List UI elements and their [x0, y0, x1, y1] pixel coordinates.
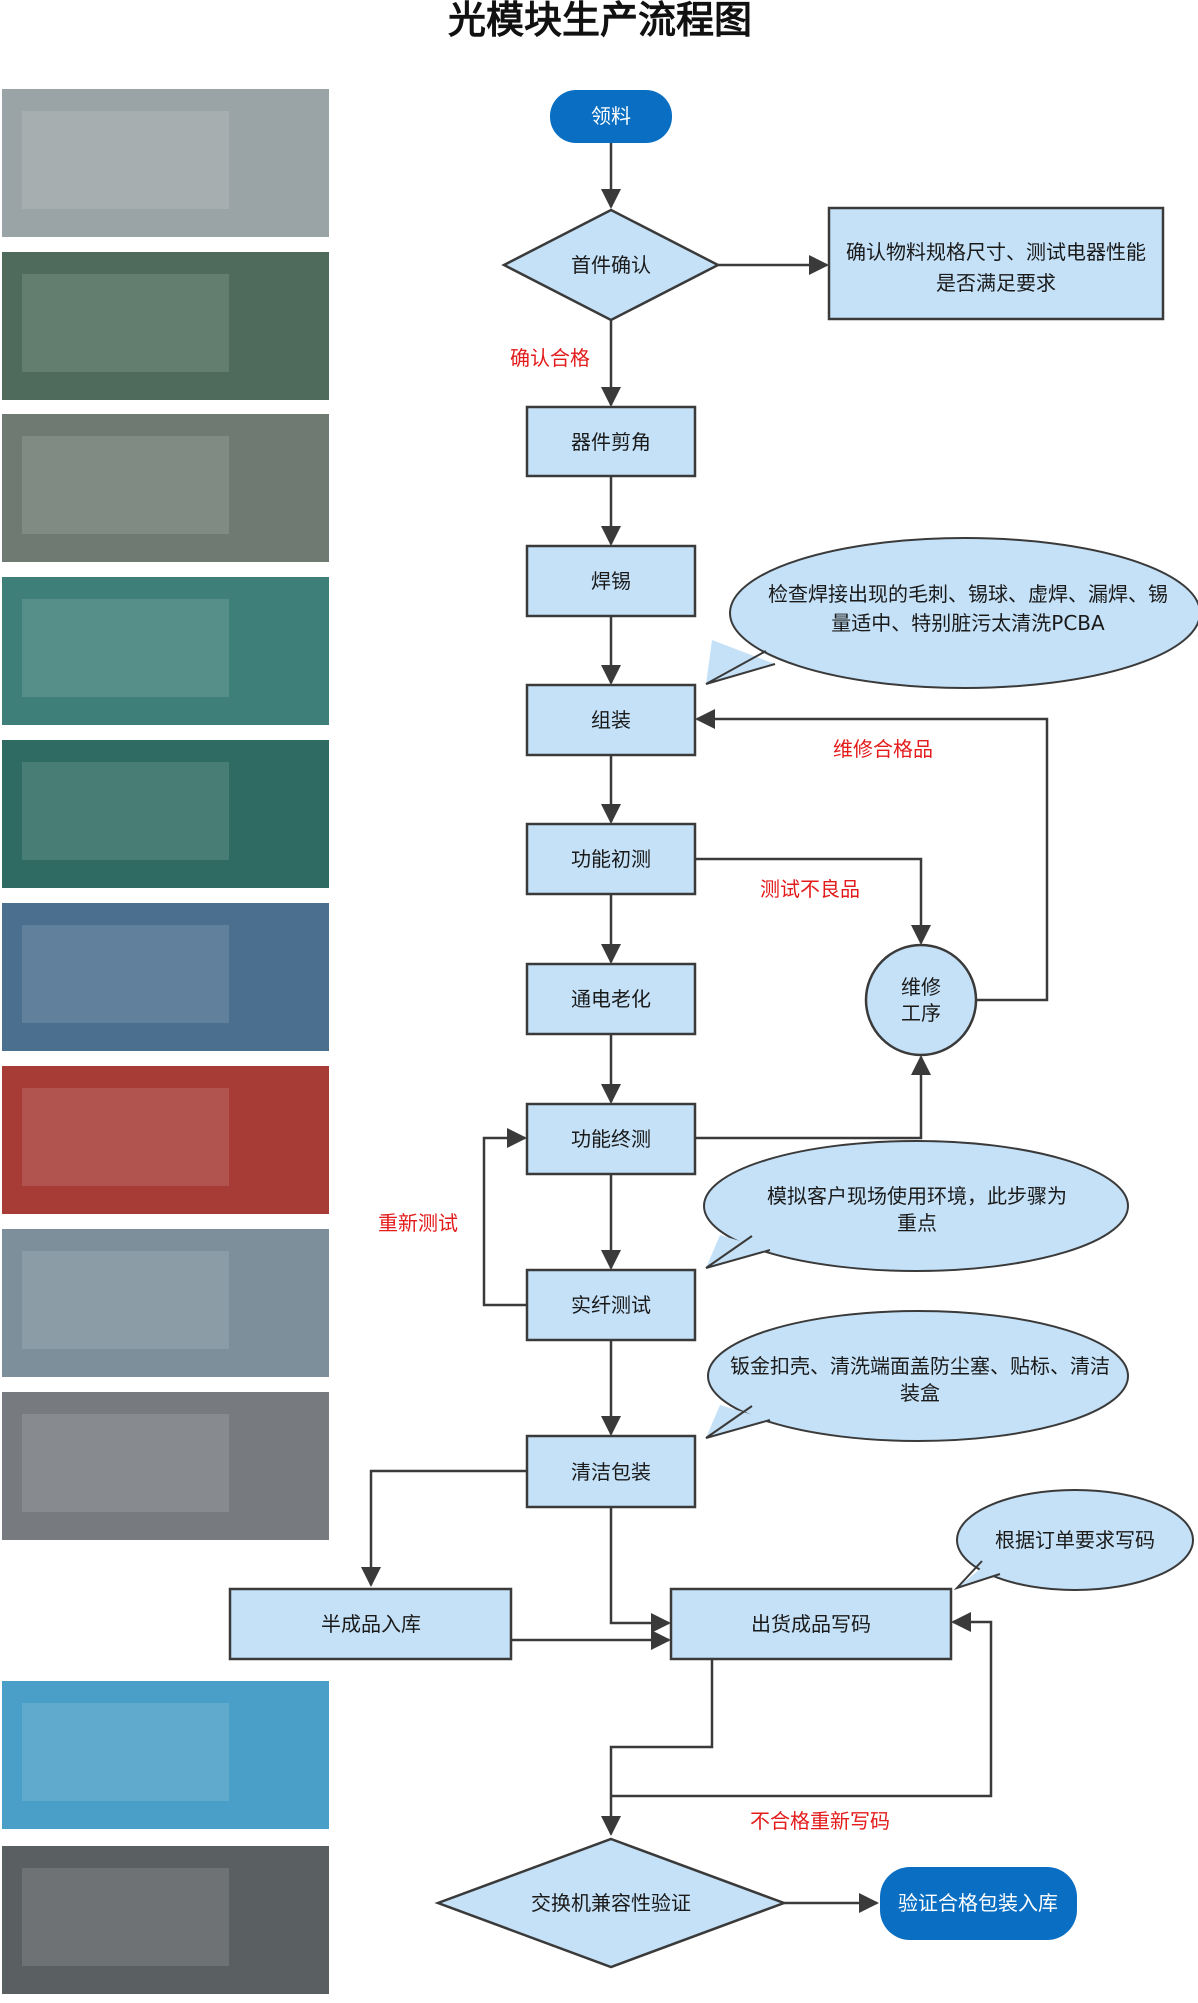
node-ship-write-label: 出货成品写码 — [751, 1612, 871, 1636]
photo-fiber-test-detail — [22, 1251, 229, 1349]
photo-inspection-detail — [22, 274, 229, 372]
node-func-final: 功能终测 — [525, 1102, 697, 1176]
photo-assembly-detail — [22, 762, 229, 860]
node-confirm-spec-line2: 是否满足要求 — [936, 271, 1056, 295]
node-semi-storage-label: 半成品入库 — [321, 1612, 421, 1636]
photo-cleaning-detail — [22, 1414, 229, 1512]
node-semi-storage: 半成品入库 — [228, 1587, 513, 1661]
photo-switch-test-detail — [22, 1868, 229, 1966]
node-fiber-test: 实纤测试 — [525, 1268, 697, 1342]
node-cut-label: 器件剪角 — [571, 430, 651, 454]
node-solder-label: 焊锡 — [591, 569, 631, 593]
photo-function-test — [2, 903, 329, 1051]
photo-switch-test — [2, 1846, 329, 1994]
annotation-confirm-ok: 确认合格 — [510, 346, 590, 370]
node-assemble-label: 组装 — [591, 708, 631, 732]
callout-env-note-line2: 重点 — [897, 1211, 937, 1235]
node-clean-pack-label: 清洁包装 — [571, 1460, 651, 1484]
node-ship-write: 出货成品写码 — [669, 1587, 953, 1661]
node-verify-pass-label: 验证合格包装入库 — [898, 1891, 1058, 1915]
callout-env-note-line1: 模拟客户现场使用环境，此步骤为 — [767, 1184, 1067, 1208]
node-burn-in-label: 通电老化 — [571, 987, 651, 1011]
callout-pack-note: 钣金扣壳、清洗端面盖防尘塞、贴标、清洁 装盒 — [705, 1310, 1129, 1442]
node-repair-line2: 工序 — [901, 1001, 941, 1025]
annotation-rewrite: 不合格重新写码 — [750, 1809, 890, 1833]
node-first-confirm: 首件确认 — [501, 208, 721, 322]
node-pick-label: 领料 — [591, 104, 631, 128]
photo-cutting-detail — [22, 436, 229, 534]
photo-cabinet-detail — [22, 111, 229, 209]
annotation-retest: 重新测试 — [378, 1211, 458, 1235]
photo-assembly — [2, 740, 329, 888]
arrow-repair-to-assemble — [695, 709, 1049, 1002]
arrow-fiber-retest — [482, 1128, 527, 1307]
photo-strip — [2, 89, 329, 1994]
arrow-ship-to-verify — [601, 1659, 714, 1836]
callout-order-note: 根据订单要求写码 — [953, 1489, 1194, 1591]
photo-soldering — [2, 577, 329, 725]
node-clean-pack: 清洁包装 — [525, 1434, 697, 1509]
page-title: 光模块生产流程图 — [448, 0, 752, 42]
arrow-rewrite-loop — [611, 1612, 993, 1798]
callout-pack-note-line2: 装盒 — [900, 1381, 940, 1405]
arrow-func-first-to-repair — [695, 857, 931, 945]
node-repair-line1: 维修 — [901, 975, 941, 999]
photo-cleaning — [2, 1392, 329, 1540]
arrow-clean-to-ship — [609, 1507, 671, 1633]
node-assemble: 组装 — [525, 683, 697, 757]
node-fiber-test-label: 实纤测试 — [571, 1293, 651, 1317]
node-func-final-label: 功能终测 — [571, 1127, 651, 1151]
node-burn-in: 通电老化 — [525, 962, 697, 1036]
callout-pack-note-line1: 钣金扣壳、清洗端面盖防尘塞、贴标、清洁 — [730, 1354, 1110, 1378]
photo-inspection — [2, 252, 329, 400]
node-cut: 器件剪角 — [525, 405, 697, 478]
node-confirm-spec: 确认物料规格尺寸、测试电器性能 是否满足要求 — [827, 206, 1165, 321]
photo-packing-detail — [22, 1703, 229, 1801]
node-first-confirm-label: 首件确认 — [571, 253, 651, 277]
photo-soldering-detail — [22, 599, 229, 697]
arrow-func-final-to-repair — [695, 1055, 931, 1140]
node-func-first: 功能初测 — [525, 822, 697, 896]
node-func-first-label: 功能初测 — [571, 847, 651, 871]
photo-fiber-test — [2, 1229, 329, 1377]
node-pick: 领料 — [550, 90, 672, 143]
callout-solder-note: 检查焊接出现的毛刺、锡球、虚焊、漏焊、锡 量适中、特别脏污太清洗PCBA — [705, 537, 1198, 689]
arrow-clean-to-semi — [361, 1469, 526, 1587]
annotation-test-fail: 测试不良品 — [760, 877, 860, 901]
callout-solder-note-line1: 检查焊接出现的毛刺、锡球、虚焊、漏焊、锡 — [768, 582, 1168, 606]
callout-solder-note-line2: 量适中、特别脏污太清洗PCBA — [831, 611, 1105, 635]
photo-function-test-detail — [22, 925, 229, 1023]
node-switch-verify-label: 交换机兼容性验证 — [531, 1891, 691, 1915]
photo-burn-in-detail — [22, 1088, 229, 1186]
node-solder: 焊锡 — [525, 544, 697, 618]
annotation-repair-ok: 维修合格品 — [833, 737, 933, 761]
node-switch-verify: 交换机兼容性验证 — [434, 1837, 788, 1969]
photo-burn-in — [2, 1066, 329, 1214]
flow-connectors — [361, 143, 1049, 1913]
node-verify-pass: 验证合格包装入库 — [880, 1867, 1077, 1940]
photo-packing — [2, 1681, 329, 1829]
node-confirm-spec-line1: 确认物料规格尺寸、测试电器性能 — [846, 240, 1146, 264]
callout-order-note-label: 根据订单要求写码 — [995, 1528, 1155, 1552]
photo-cabinet — [2, 89, 329, 237]
callout-env-note: 模拟客户现场使用环境，此步骤为 重点 — [703, 1140, 1129, 1272]
node-repair: 维修 工序 — [864, 943, 978, 1057]
photo-cutting — [2, 414, 329, 562]
